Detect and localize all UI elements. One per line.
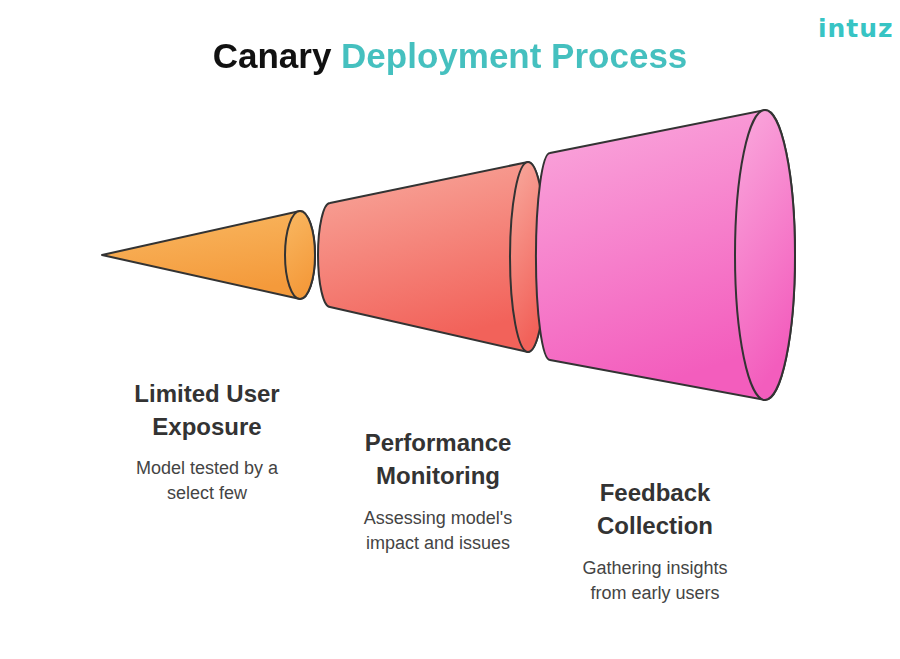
stage-heading: Feedback Collection (550, 476, 760, 542)
stage-description: Model tested by a select few (118, 456, 296, 506)
stage-description: Assessing model's impact and issues (349, 506, 527, 556)
stage-heading: Performance Monitoring (333, 426, 543, 492)
stage-heading: Limited User Exposure (102, 377, 312, 443)
cone-opening (735, 110, 795, 400)
cone-shape (310, 155, 550, 555)
stage-description: Gathering insights from early users (566, 556, 744, 606)
funnel-stage: Limited User ExposureModel tested by a s… (95, 205, 335, 505)
brand-logo: intuz (818, 14, 894, 43)
title-wrap: Canary Deployment Process (0, 34, 900, 78)
cone-opening (285, 211, 315, 299)
cone-body (318, 162, 546, 352)
cone-body (536, 110, 795, 400)
funnel-stage: Performance MonitoringAssessing model's … (310, 155, 550, 555)
cone-body (102, 211, 315, 299)
diagram-title: Canary Deployment Process (213, 34, 688, 78)
funnel-stage: Feedback CollectionGathering insights fr… (530, 100, 790, 610)
